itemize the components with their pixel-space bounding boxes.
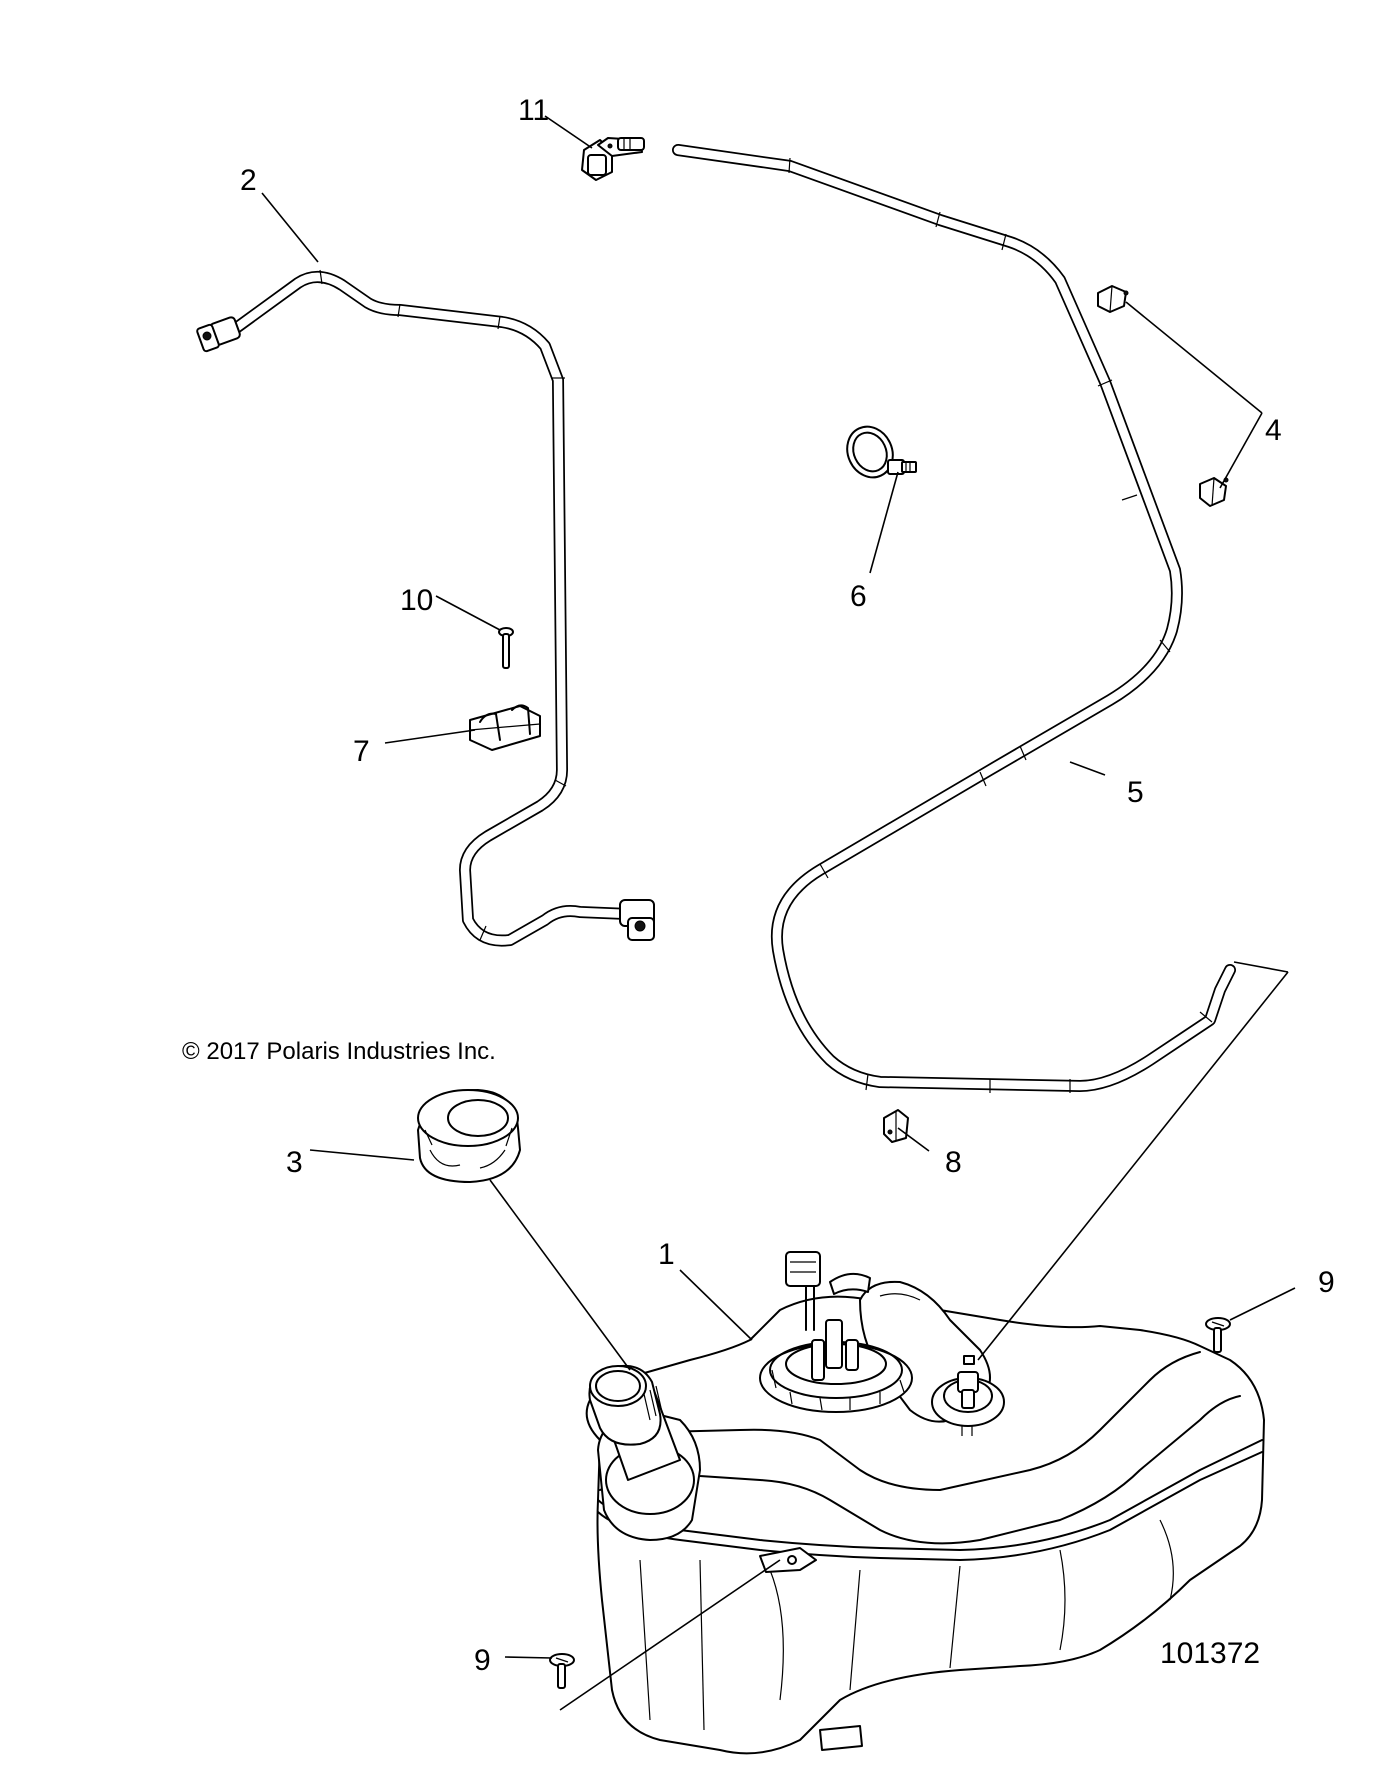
- push-pin-part-10: [498, 627, 514, 669]
- fuel-tank-part-1: [585, 1251, 1265, 1755]
- fuel-line-part-2: [196, 269, 655, 947]
- screw-part-9-upper: [1205, 1317, 1231, 1353]
- callout-7: 7: [353, 735, 370, 768]
- callouts: 11 2 4 6 10 7 5 8 3 1 9 9: [240, 94, 1335, 1677]
- leader-9-lower: [504, 1656, 553, 1659]
- callout-11: 11: [518, 94, 549, 127]
- leader-4b: [1219, 412, 1263, 489]
- callout-3: 3: [286, 1146, 303, 1179]
- callout-9-lower: 9: [474, 1644, 491, 1677]
- leader-3: [309, 1149, 415, 1161]
- callout-8: 8: [945, 1146, 962, 1179]
- hose-clamp-part-6: [846, 425, 917, 479]
- clip-upper: [1097, 285, 1129, 313]
- leader-2: [261, 192, 319, 263]
- leader-7: [384, 729, 476, 744]
- clips-part-4: [1097, 285, 1229, 507]
- callout-5: 5: [1127, 776, 1144, 809]
- retainer-clip-part-7: [469, 704, 541, 751]
- fuel-pump-module: [759, 1251, 913, 1413]
- screw-part-9-lower: [549, 1653, 575, 1689]
- clip-part-8: [883, 1109, 909, 1143]
- clip-lower: [1199, 477, 1229, 507]
- leader-vent-hose-tank: [1233, 961, 1289, 973]
- leader-1: [679, 1269, 753, 1341]
- callout-2: 2: [240, 164, 257, 197]
- callout-1: 1: [658, 1238, 675, 1271]
- rollover-valve: [931, 1355, 1005, 1436]
- leader-4a: [1125, 301, 1263, 414]
- quick-connector-right: [619, 899, 655, 941]
- callout-6: 6: [850, 580, 867, 613]
- leader-8: [897, 1127, 930, 1152]
- filler-neck: [588, 1364, 701, 1541]
- callout-9-upper: 9: [1318, 1266, 1335, 1299]
- leader-3-neck: [489, 1179, 631, 1371]
- figure-id: 101372: [1160, 1637, 1260, 1670]
- leader-10: [435, 595, 501, 631]
- leader-9-lower-tab: [559, 1559, 781, 1711]
- leader-vent-hose-tank-2: [977, 971, 1289, 1361]
- callout-4: 4: [1265, 414, 1282, 447]
- leader-9-upper: [1229, 1287, 1296, 1321]
- vent-valve-part-11: [581, 137, 645, 181]
- fuel-cap-part-3: [417, 1089, 521, 1183]
- leader-6: [869, 471, 899, 574]
- leader-5: [1069, 761, 1106, 776]
- vent-hose-part-5: [672, 144, 1236, 1093]
- copyright-text: © 2017 Polaris Industries Inc.: [182, 1038, 496, 1065]
- quick-connector-left: [196, 316, 241, 353]
- leader-lines: [261, 115, 1296, 1711]
- leader-11: [544, 115, 593, 149]
- callout-10: 10: [400, 584, 433, 617]
